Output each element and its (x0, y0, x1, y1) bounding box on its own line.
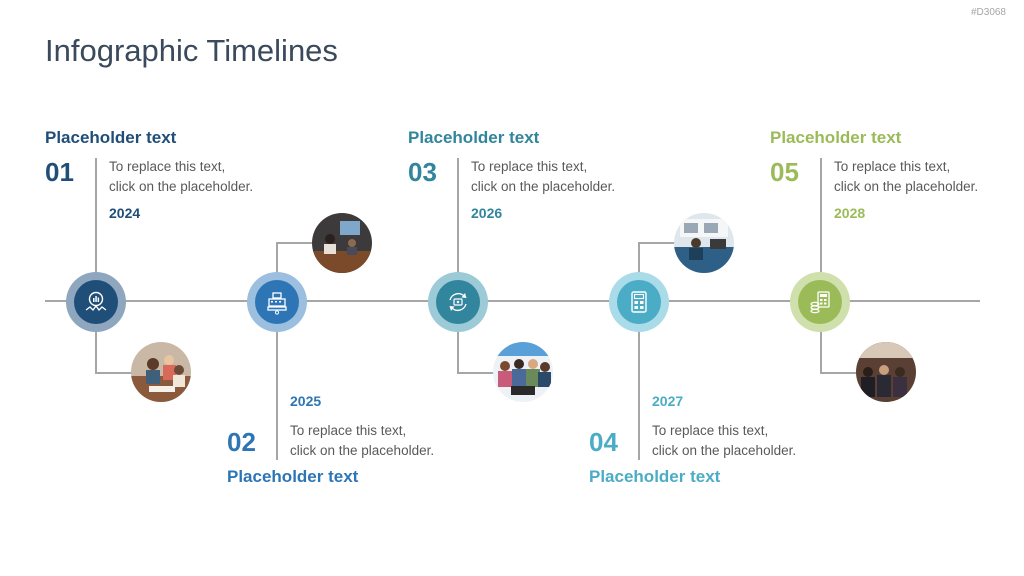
connector-line (276, 330, 278, 460)
milestone-5-description: To replace this text, click on the place… (834, 157, 978, 197)
milestone-3-number: 03 (408, 157, 437, 188)
money-calculator-icon (807, 289, 833, 315)
milestone-4-number: 04 (589, 427, 618, 458)
photo-conference-audience (856, 342, 916, 402)
milestone-1-number: 01 (45, 157, 74, 188)
connector-line (95, 158, 97, 273)
connector-line (457, 372, 495, 374)
milestone-3-node (428, 272, 488, 332)
connector-line (820, 330, 822, 373)
connector-line (457, 330, 459, 373)
idea-chart-icon (83, 289, 109, 315)
milestone-5-year: 2028 (834, 205, 865, 221)
milestone-4-node (609, 272, 669, 332)
page-title: Infographic Timelines (45, 33, 338, 69)
slide-id: #D3068 (971, 7, 1006, 18)
cash-register-icon (264, 289, 290, 315)
milestone-1-year: 2024 (109, 205, 140, 221)
connector-line (276, 242, 278, 274)
milestone-1-node (66, 272, 126, 332)
milestone-2-number: 02 (227, 427, 256, 458)
connector-line (276, 242, 314, 244)
milestone-4-description: To replace this text, click on the place… (652, 421, 796, 461)
connector-line (95, 330, 97, 373)
milestone-5-heading: Placeholder text (770, 128, 901, 148)
milestone-3-heading: Placeholder text (408, 128, 539, 148)
photo-office-workspace (674, 213, 734, 273)
milestone-5-number: 05 (770, 157, 799, 188)
photo-team-group (493, 342, 553, 402)
milestone-3-year: 2026 (471, 205, 502, 221)
milestone-2-year: 2025 (290, 393, 321, 409)
milestone-4-heading: Placeholder text (589, 467, 720, 487)
cycle-settings-icon (445, 289, 471, 315)
connector-line (95, 372, 133, 374)
photo-team-meeting (131, 342, 191, 402)
connector-line (638, 242, 676, 244)
connector-line (820, 158, 822, 273)
photo-office-meeting (312, 213, 372, 273)
milestone-2-node (247, 272, 307, 332)
milestone-4-year: 2027 (652, 393, 683, 409)
milestone-2-description: To replace this text, click on the place… (290, 421, 434, 461)
milestone-5-node (790, 272, 850, 332)
milestone-2-heading: Placeholder text (227, 467, 358, 487)
connector-line (457, 158, 459, 273)
milestone-3-description: To replace this text, click on the place… (471, 157, 615, 197)
milestone-1-heading: Placeholder text (45, 128, 176, 148)
calculator-icon (626, 289, 652, 315)
connector-line (820, 372, 858, 374)
connector-line (638, 330, 640, 460)
connector-line (638, 242, 640, 274)
milestone-1-description: To replace this text, click on the place… (109, 157, 253, 197)
